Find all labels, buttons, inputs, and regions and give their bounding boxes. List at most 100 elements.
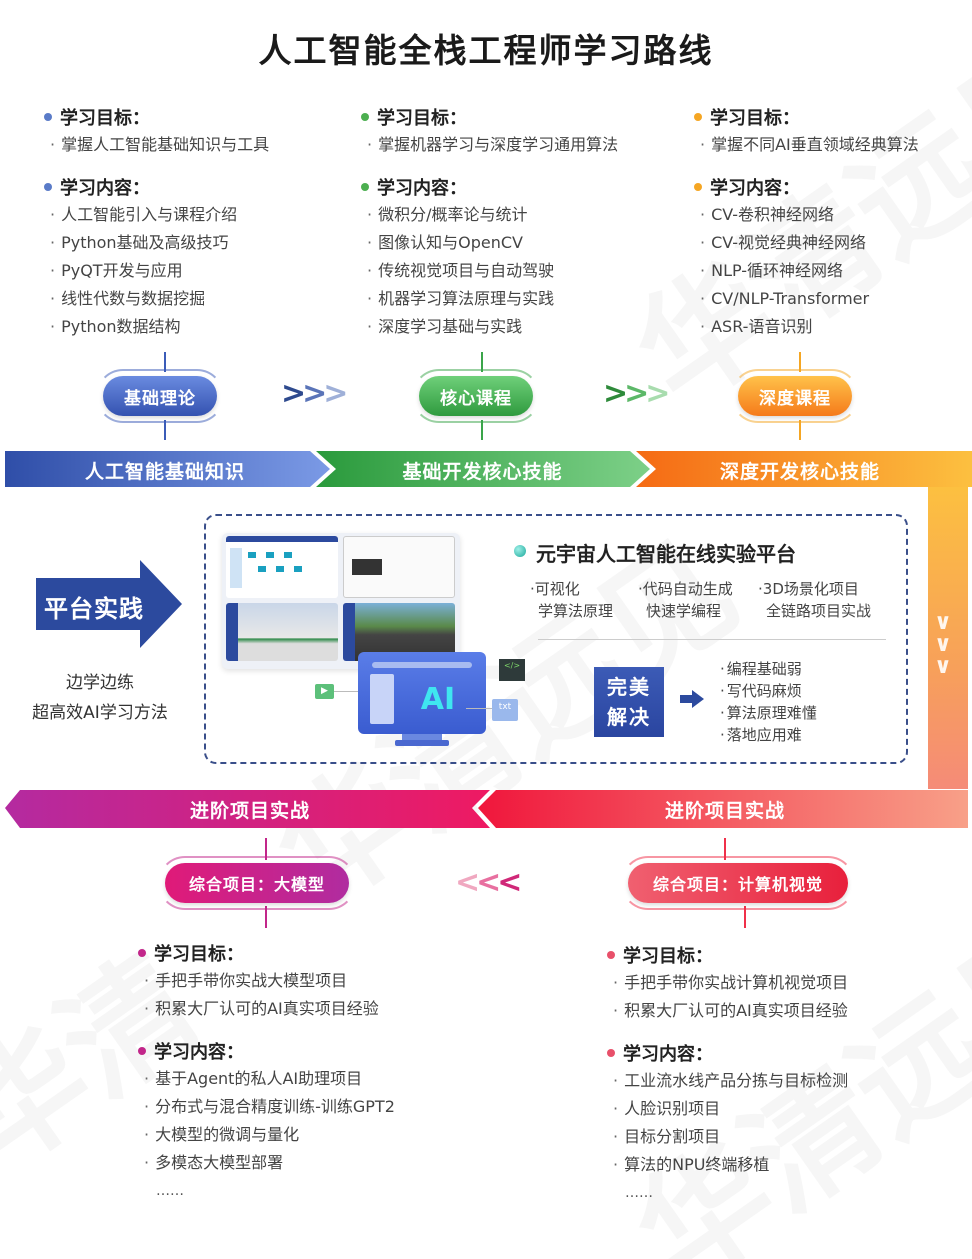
ellipsis: …… xyxy=(625,1185,653,1201)
goal-item: 掌握机器学习与深度学习通用算法 xyxy=(361,131,618,159)
feature-3d-projects: ·3D场景化项目 全链路项目实战 xyxy=(758,580,872,620)
content-item: CV-卷积神经网络 xyxy=(694,201,919,229)
feature-codegen: ·代码自动生成 快速学编程 xyxy=(638,580,733,620)
content-item: 多模态大模型部署 xyxy=(138,1149,395,1177)
pill-core-course[interactable]: 核心课程 xyxy=(412,369,540,423)
content-item: 深度学习基础与实践 xyxy=(361,313,618,341)
bullet-dot-icon xyxy=(138,1047,146,1055)
content-item: 人工智能引入与课程介绍 xyxy=(44,201,269,229)
bullet-dot-icon xyxy=(44,183,52,191)
ellipsis: …… xyxy=(156,1183,184,1199)
stage-3-column: 学习目标： 掌握不同AI垂直领域经典算法 学习内容： CV-卷积神经网络 CV-… xyxy=(694,103,919,341)
platform-box xyxy=(204,514,908,764)
connector-line xyxy=(481,352,483,372)
cv-project-column: 学习目标： 手把手带你实战计算机视觉项目 积累大厂认可的AI真实项目经验 学习内… xyxy=(607,941,848,1207)
code-file-icon: </> xyxy=(499,659,525,681)
divider xyxy=(538,639,886,640)
content-heading: 学习内容： xyxy=(694,173,919,201)
screenshot-driving-sim xyxy=(343,603,455,661)
bullet-dot-icon xyxy=(694,183,702,191)
txt-file-icon: txt xyxy=(492,699,518,721)
pain-point: 写代码麻烦 xyxy=(720,680,802,702)
chevron-right-icon: >>> xyxy=(281,376,348,411)
chevron-right-icon: >>> xyxy=(603,376,670,411)
stage-2-column: 学习目标： 掌握机器学习与深度学习通用算法 学习内容： 微积分/概率论与统计 图… xyxy=(361,103,618,341)
connector-line xyxy=(265,906,267,928)
bullet-dot-icon xyxy=(361,183,369,191)
arrow-right-icon xyxy=(680,690,704,708)
goal-heading: 学习目标： xyxy=(607,941,848,969)
monitor-base xyxy=(395,740,449,746)
connector-line xyxy=(334,691,358,692)
content-heading: 学习内容： xyxy=(138,1037,395,1065)
monitor-stand xyxy=(402,734,442,740)
connector-line xyxy=(799,420,801,440)
platform-practice-label: 平台实践 xyxy=(44,595,144,623)
content-item: 线性代数与数据挖掘 xyxy=(44,285,269,313)
band-stage-1: 人工智能基础知识 xyxy=(84,460,245,483)
band-stage-2: 基础开发核心技能 xyxy=(402,460,563,483)
content-heading: 学习内容： xyxy=(361,173,618,201)
connector-line xyxy=(265,838,267,860)
content-item: 人脸识别项目 xyxy=(607,1095,848,1123)
play-icon: ▶ xyxy=(315,684,334,699)
goal-heading: 学习目标： xyxy=(361,103,618,131)
screenshot-3d-factory xyxy=(226,603,338,661)
connector-line xyxy=(466,708,492,709)
monitor-icon: AI xyxy=(358,652,486,734)
content-item: CV/NLP-Transformer xyxy=(694,285,919,313)
stage-1-column: 学习目标： 掌握人工智能基础知识与工具 学习内容： 人工智能引入与课程介绍 Py… xyxy=(44,103,269,341)
goal-item: 掌握人工智能基础知识与工具 xyxy=(44,131,269,159)
goal-item: 掌握不同AI垂直领域经典算法 xyxy=(694,131,919,159)
pain-point: 算法原理难懂 xyxy=(720,702,817,724)
bullet-dot-icon xyxy=(607,1049,615,1057)
pill-deep-course[interactable]: 深度课程 xyxy=(731,369,859,423)
chevron-down-icon: ∨∨∨ xyxy=(934,610,952,679)
advanced-band xyxy=(5,790,968,828)
content-item: PyQT开发与应用 xyxy=(44,257,269,285)
content-item: 基于Agent的私人AI助理项目 xyxy=(138,1065,395,1093)
content-item: 工业流水线产品分拣与目标检测 xyxy=(607,1067,848,1095)
content-item: 机器学习算法原理与实践 xyxy=(361,285,618,313)
pain-point: 落地应用难 xyxy=(720,724,802,746)
screenshot-flow-editor xyxy=(226,536,338,598)
bullet-dot-icon xyxy=(694,113,702,121)
vertical-connector-band xyxy=(928,487,968,789)
goal-heading: 学习目标： xyxy=(44,103,269,131)
bullet-dot-icon xyxy=(361,113,369,121)
globe-bullet-icon xyxy=(514,545,526,557)
page-title: 人工智能全栈工程师学习路线 xyxy=(258,31,714,70)
goal-item: 积累大厂认可的AI真实项目经验 xyxy=(138,995,395,1023)
connector-line xyxy=(724,838,726,860)
connector-line xyxy=(744,906,746,928)
goal-item: 积累大厂认可的AI真实项目经验 xyxy=(607,997,848,1025)
goal-item: 手把手带你实战大模型项目 xyxy=(138,967,395,995)
llm-project-column: 学习目标： 手把手带你实战大模型项目 积累大厂认可的AI真实项目经验 学习内容：… xyxy=(138,939,395,1205)
pill-cv-project[interactable]: 综合项目：计算机视觉 xyxy=(621,856,855,910)
bullet-dot-icon xyxy=(138,949,146,957)
band-advanced-left: 进阶项目实战 xyxy=(189,799,310,822)
bullet-dot-icon xyxy=(607,951,615,959)
perfect-solution-badge: 完美 解决 xyxy=(594,667,664,737)
goal-heading: 学习目标： xyxy=(694,103,919,131)
content-item: 微积分/概率论与统计 xyxy=(361,201,618,229)
goal-heading: 学习目标： xyxy=(138,939,395,967)
content-item: CV-视觉经典神经网络 xyxy=(694,229,919,257)
practice-caption: 边学边练 超高效AI学习方法 xyxy=(32,673,168,723)
platform-practice-arrow xyxy=(36,560,182,648)
chevron-left-icon: <<< xyxy=(455,865,522,900)
band-advanced-right: 进阶项目实战 xyxy=(664,799,785,822)
screenshot-code-editor xyxy=(343,536,455,598)
pill-basic-theory[interactable]: 基础理论 xyxy=(96,369,224,423)
content-heading: 学习内容： xyxy=(607,1039,848,1067)
stage-band xyxy=(5,451,972,487)
content-item: ASR-语音识别 xyxy=(694,313,919,341)
content-item: 大模型的微调与量化 xyxy=(138,1121,395,1149)
connector-line xyxy=(799,352,801,372)
content-item: 图像认知与OpenCV xyxy=(361,229,618,257)
band-stage-3: 深度开发核心技能 xyxy=(719,460,880,483)
pill-llm-project[interactable]: 综合项目：大模型 xyxy=(158,856,356,910)
content-heading: 学习内容： xyxy=(44,173,269,201)
content-item: Python基础及高级技巧 xyxy=(44,229,269,257)
content-item: NLP-循环神经网络 xyxy=(694,257,919,285)
